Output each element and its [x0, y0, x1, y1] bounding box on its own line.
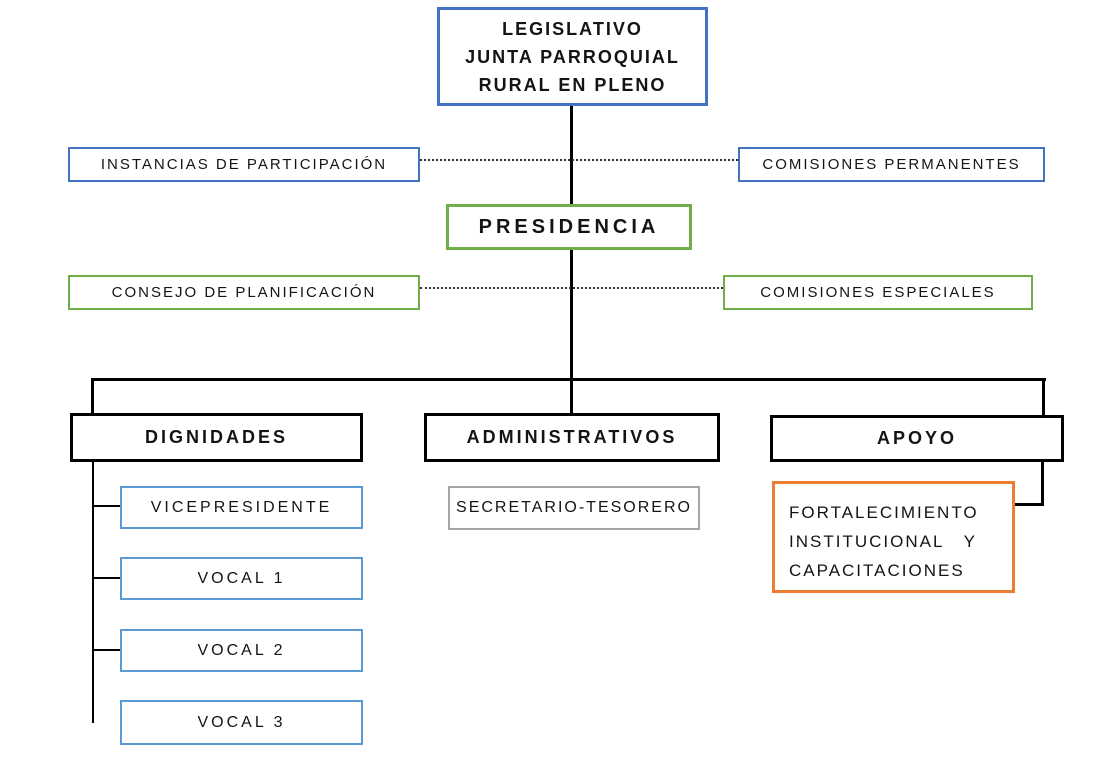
node-instancias-participacion: INSTANCIAS DE PARTICIPACIÓN	[68, 147, 420, 182]
connector-drop-administrativos	[570, 378, 573, 413]
node-vicepresidente: VICEPRESIDENTE	[120, 486, 363, 529]
node-legislativo: LEGISLATIVO JUNTA PARROQUIAL RURAL EN PL…	[437, 7, 708, 106]
connector-drop-apoyo	[1042, 378, 1045, 415]
node-comisiones-especiales: COMISIONES ESPECIALES	[723, 275, 1033, 310]
node-administrativos: ADMINISTRATIVOS	[424, 413, 720, 462]
node-apoyo: APOYO	[770, 415, 1064, 462]
node-comisiones-permanentes: COMISIONES PERMANENTES	[738, 147, 1045, 182]
connector-dignidades-spine	[92, 462, 94, 723]
node-dignidades: DIGNIDADES	[70, 413, 363, 462]
node-legislativo-line3: RURAL EN PLENO	[478, 74, 667, 95]
node-legislativo-line1: LEGISLATIVO	[502, 18, 643, 39]
node-presidencia: PRESIDENCIA	[446, 204, 692, 250]
node-consejo-planificacion: CONSEJO DE PLANIFICACIÓN	[68, 275, 420, 310]
node-vocal-1: VOCAL 1	[120, 557, 363, 600]
connector-legislativo-presidencia	[570, 106, 573, 205]
connector-apoyo-down	[1041, 462, 1044, 506]
connector-apoyo-left	[1015, 503, 1044, 506]
connector-presidencia-main	[570, 250, 573, 380]
node-vocal-2: VOCAL 2	[120, 629, 363, 672]
node-legislativo-line2: JUNTA PARROQUIAL	[465, 46, 680, 67]
node-fortalecimiento-line1: FORTALECIMIENTO	[789, 503, 979, 522]
connector-drop-dignidades	[91, 378, 94, 413]
connector-tick-vicepresidente	[92, 505, 120, 507]
dotted-instancias-comisiones	[420, 159, 738, 161]
connector-tick-vocal1	[92, 577, 120, 579]
node-secretario-tesorero: SECRETARIO-TESORERO	[448, 486, 700, 530]
node-fortalecimiento-line3: CAPACITACIONES	[789, 561, 965, 580]
connector-tick-vocal2	[92, 649, 120, 651]
connector-main-horizontal	[91, 378, 1046, 381]
dotted-consejo-especiales	[420, 287, 723, 289]
node-vocal-3: VOCAL 3	[120, 700, 363, 745]
node-fortalecimiento-line2: INSTITUCIONAL Y	[789, 532, 977, 551]
node-fortalecimiento: FORTALECIMIENTO INSTITUCIONAL Y CAPACITA…	[772, 481, 1015, 593]
